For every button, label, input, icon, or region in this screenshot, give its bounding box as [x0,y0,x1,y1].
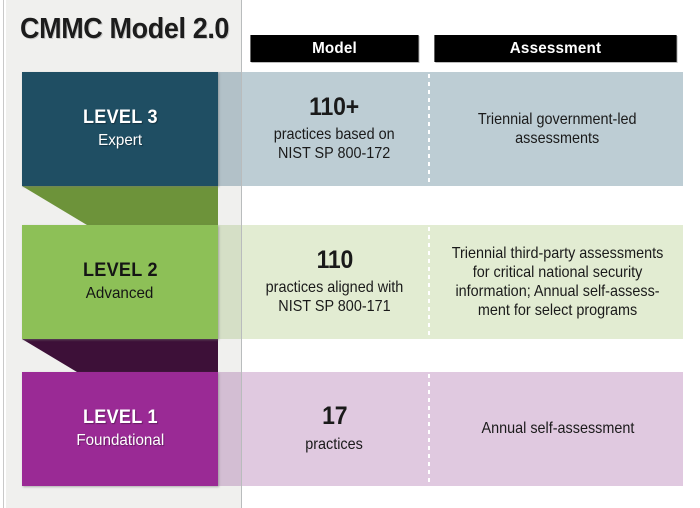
level-subtitle-level2: Advanced [86,285,154,303]
column-divider-dashed [428,74,430,184]
row-band-level2 [218,225,683,339]
practices-detail-level3: practices based on NIST SP 800-172 [274,126,395,163]
row-band-level1 [218,372,683,486]
level-name-level3: LEVEL 3 [82,107,158,129]
column-divider-dashed [428,374,430,484]
panel-vertical-divider [241,0,242,508]
column-divider-dashed [428,227,430,337]
assessment-cell-level1: Annual self-assessment [432,372,683,486]
model-cell-level1: 17 practices [246,372,423,486]
assessment-text-level3: Triennial government-led assessments [478,110,637,147]
column-header-model: Model [250,35,419,62]
practices-count-level3: 110+ [309,93,360,121]
assessment-text-level2: Triennial third-party assessments for cr… [451,244,664,320]
practices-count-level2: 110 [316,246,353,274]
assessment-cell-level3: Triennial government-led assessments [432,72,683,186]
practices-detail-level2: practices aligned with NIST SP 800-171 [265,279,404,316]
level-name-level2: LEVEL 2 [82,260,158,282]
page-title: CMMC Model 2.0 [20,13,230,45]
assessment-text-level1: Annual self-assessment [481,420,634,438]
level-subtitle-level1: Foundational [76,432,164,450]
level-block-level2: LEVEL 2 Advanced [22,225,218,339]
level-subtitle-level3: Expert [98,132,142,150]
level-block-level3: LEVEL 3 Expert [22,72,218,186]
left-edge-stripe [0,0,6,508]
level-block-level1: LEVEL 1 Foundational [22,372,218,486]
model-cell-level3: 110+ practices based on NIST SP 800-172 [246,72,423,186]
row-band-level3 [218,72,683,186]
level-name-level1: LEVEL 1 [82,407,158,429]
practices-count-level1: 17 [321,402,348,431]
practices-detail-level1: practices [305,435,364,453]
model-cell-level2: 110 practices aligned with NIST SP 800-1… [246,225,423,339]
assessment-cell-level2: Triennial third-party assessments for cr… [432,225,683,339]
column-header-assessment: Assessment [434,35,677,62]
